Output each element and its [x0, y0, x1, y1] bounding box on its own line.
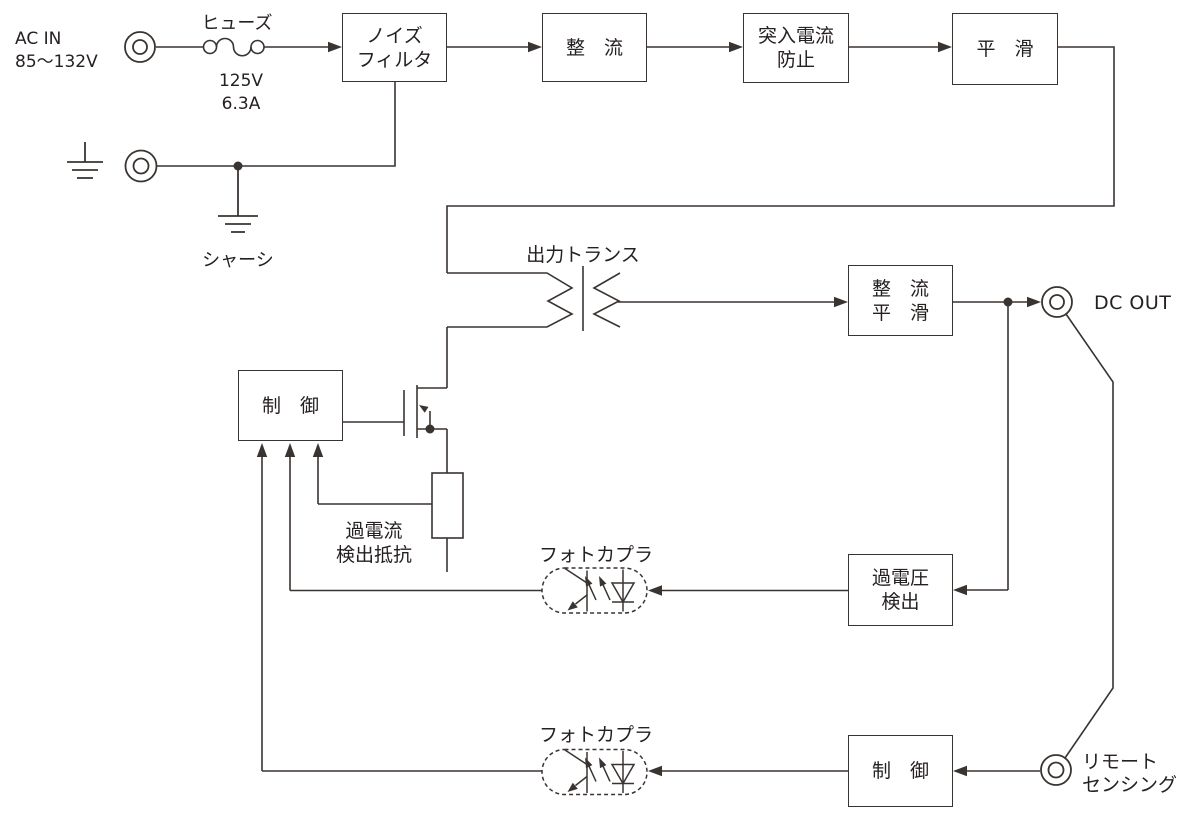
fuse-current-rating: 6.3A [221, 94, 261, 114]
fuse-label: ヒューズ [201, 13, 273, 34]
block-noise-filter-line2: フィルタ [356, 48, 433, 71]
ac-in-voltage-range: 85〜132V [15, 52, 98, 72]
remote-sensing-line2: センシング [1082, 774, 1178, 796]
block-overvoltage-detection: 過電圧 検出 [848, 554, 953, 626]
ground-terminal-icon [124, 149, 158, 183]
fuse-voltage-rating: 125V [218, 71, 264, 91]
photocoupler-2-label: フォトカプラ [538, 724, 653, 746]
block-rectifier-line1: 整 流 [565, 36, 623, 59]
arrowheads [256, 41, 1041, 777]
block-inrush-protection: 突入電流 防止 [743, 13, 849, 83]
block-ovp-line1: 過電圧 [871, 567, 929, 589]
dc-out-terminal-icon [1041, 286, 1073, 318]
dc-out-label: DC OUT [1094, 292, 1172, 314]
block-control-primary-line1: 制 御 [261, 394, 319, 417]
block-output-rect-line2: 平 滑 [871, 301, 929, 324]
junction-dot [425, 424, 435, 434]
remote-sensing-line1: リモート [1082, 751, 1159, 773]
block-noise-filter: ノイズ フィルタ [342, 13, 447, 82]
block-smoothing: 平 滑 [952, 13, 1058, 85]
fuse-rating-label: 125V 6.3A [191, 70, 291, 116]
sense-resistor-label: 過電流 検出抵抗 [294, 519, 454, 567]
photocoupler-1-icon [541, 567, 648, 614]
remote-sense-wire [1064, 313, 1114, 759]
sense-resistor-icon [431, 472, 464, 572]
wires [156, 46, 1115, 772]
block-ovp-line2: 検出 [881, 591, 920, 613]
sense-resistor-line2: 検出抵抗 [335, 544, 412, 566]
remote-sensing-terminal-icon [1040, 754, 1072, 786]
block-control-secondary: 制 御 [848, 735, 953, 807]
ac-in-title: AC IN [15, 29, 62, 49]
junction-dots [233, 161, 1013, 307]
photocoupler-2-icon [541, 748, 648, 796]
block-noise-filter-line1: ノイズ [366, 24, 423, 47]
block-output-rect-line1: 整 流 [871, 277, 929, 300]
block-smoothing-line1: 平 滑 [976, 38, 1034, 60]
output-transformer-label: 出力トランス [526, 244, 640, 266]
chassis-ground-icon [218, 166, 258, 233]
remote-sensing-label: リモート センシング [1082, 751, 1177, 797]
block-output-rectifier-smoothing: 整 流 平 滑 [848, 265, 953, 336]
earth-ground-icon [67, 142, 103, 179]
chassis-label: シャーシ [202, 250, 274, 271]
output-transformer-icon [447, 266, 621, 331]
fuse-icon [202, 37, 265, 57]
block-control-secondary-line1: 制 御 [871, 760, 929, 782]
block-control-primary: 制 御 [238, 370, 343, 441]
block-rectifier: 整 流 [542, 13, 647, 82]
block-inrush-line2: 防止 [776, 49, 815, 71]
photocoupler-1-label: フォトカプラ [538, 544, 653, 566]
ac-in-terminal-icon [124, 31, 156, 63]
ac-in-label: AC IN 85〜132V [15, 28, 98, 74]
block-inrush-line1: 突入電流 [757, 25, 834, 47]
mosfet-icon [343, 327, 448, 473]
sense-resistor-line1: 過電流 [345, 520, 403, 542]
